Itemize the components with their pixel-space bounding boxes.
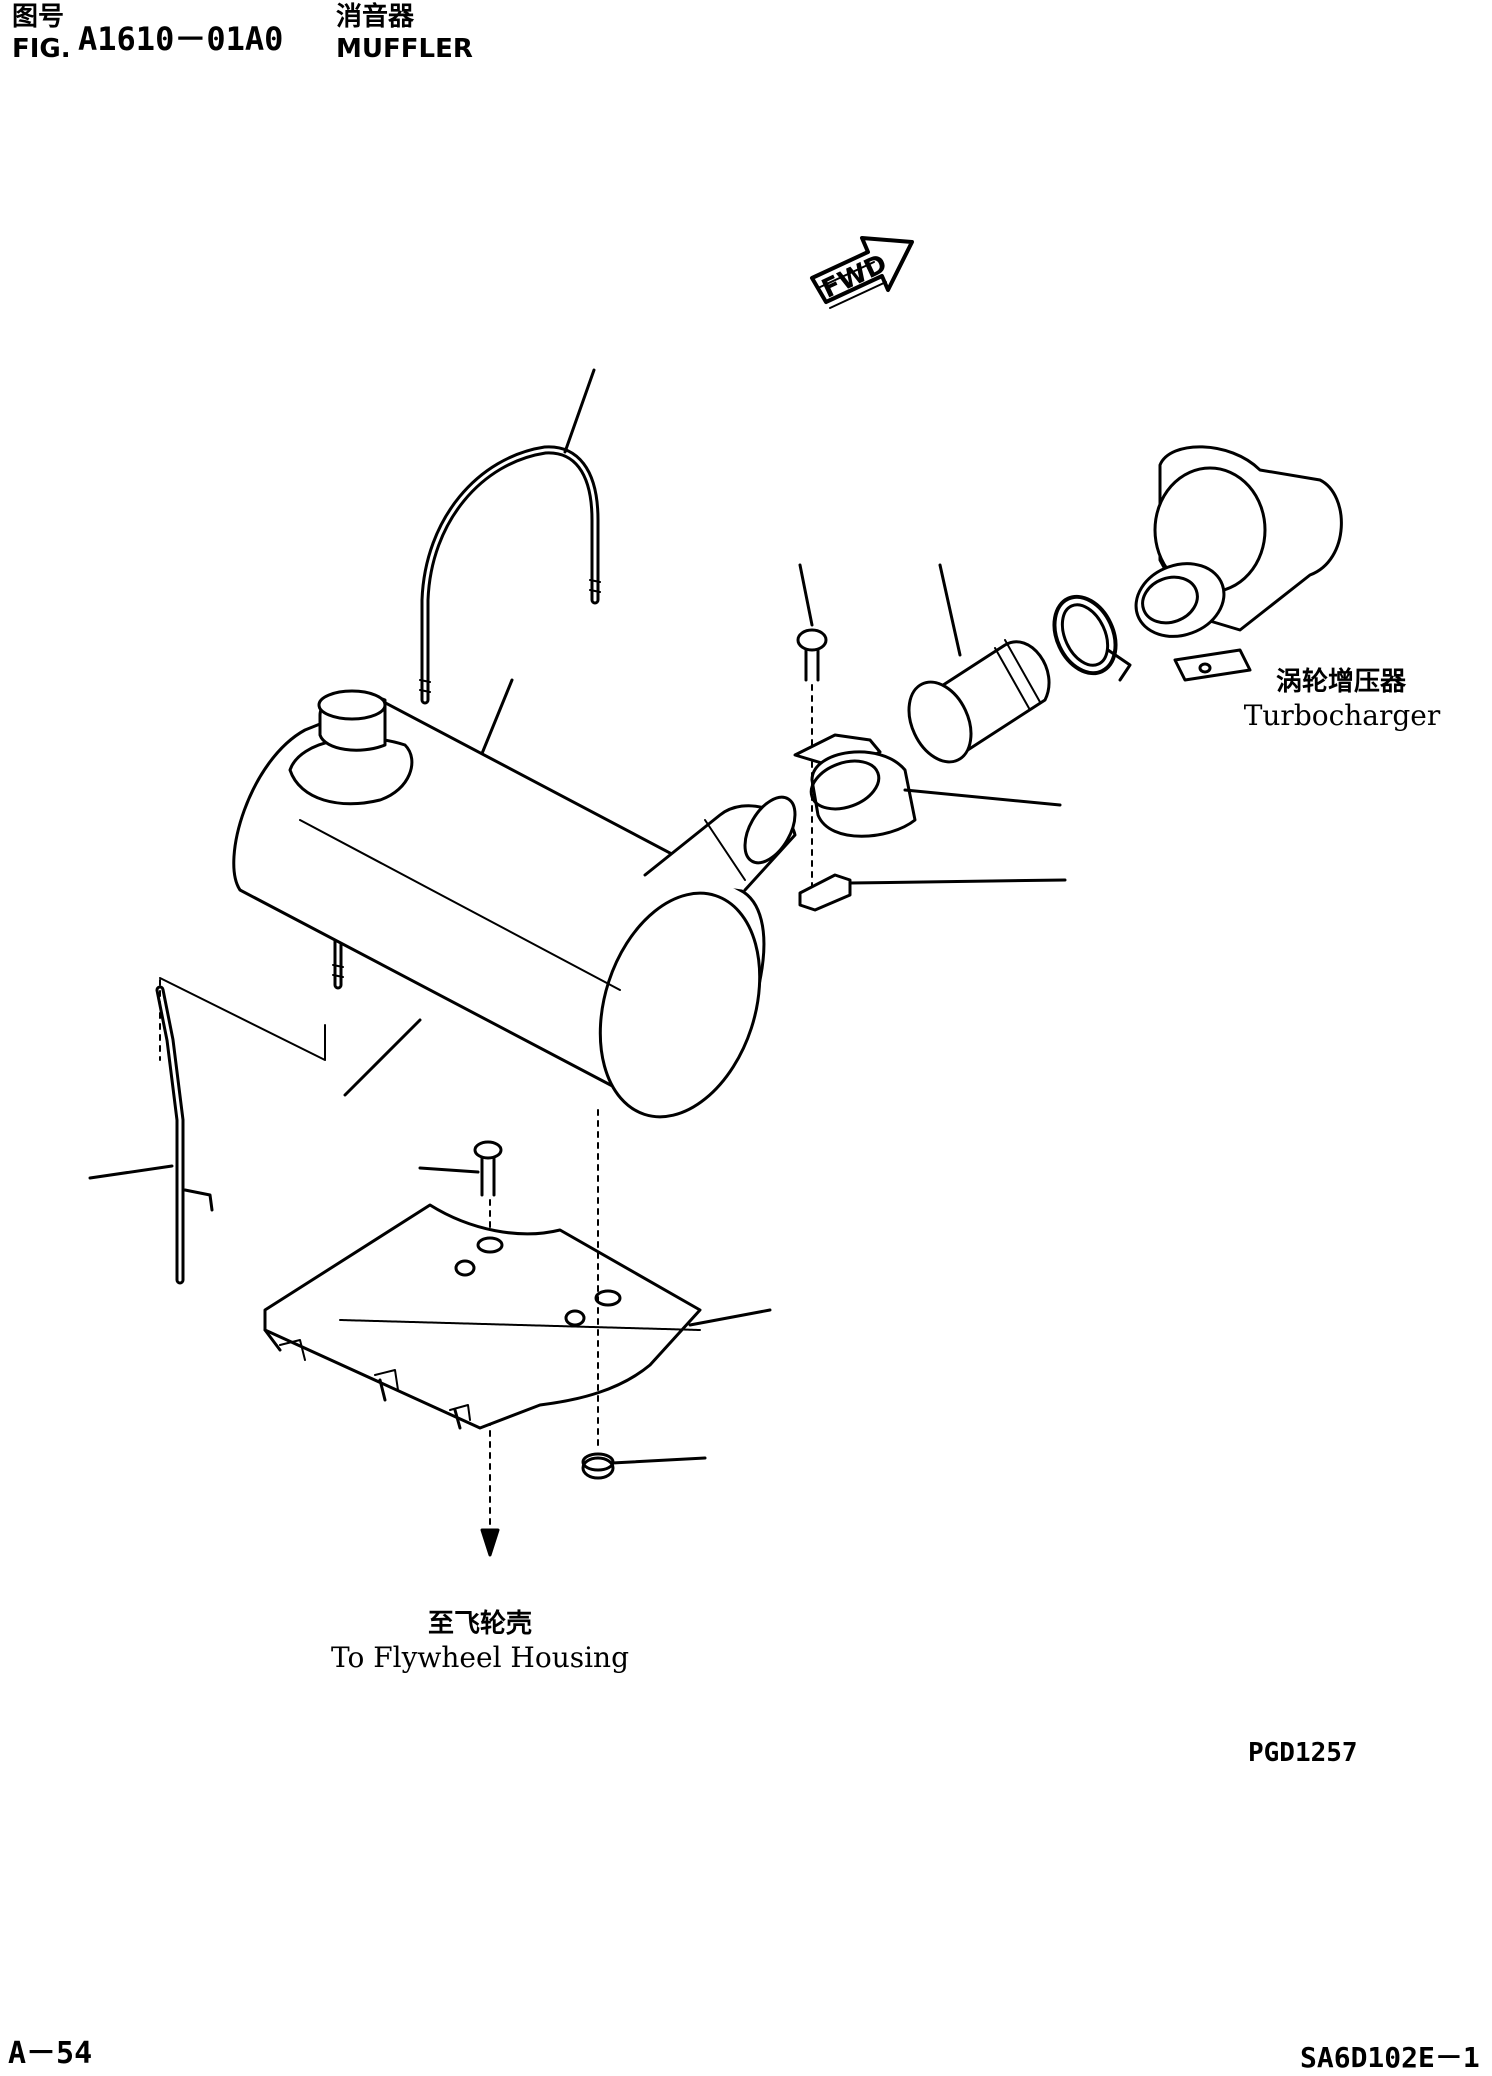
leader-u-bolt-upper [563,368,596,454]
bolt-small [796,628,828,682]
u-bolt-upper [419,445,601,705]
flywheel-label-cn: 至飞轮壳 [427,1609,532,1639]
outlet-pipe [643,795,797,892]
v-band-clamp [1052,594,1132,682]
bracket-left [155,985,214,1285]
leader-clamp-bracket [903,788,1062,807]
clamp-bracket [793,733,917,838]
title-cn: 消音器 [336,2,415,32]
leader-muffler-body [343,1018,422,1097]
fig-number: A1610－01A0 [78,20,284,58]
fwd-arrow: FWD [810,236,914,309]
model-code: SA6D102E－1 [1300,2041,1480,2074]
nut [581,1452,615,1480]
leader-mounting-bracket [688,1308,772,1327]
leader-bolt-small [798,563,814,627]
page-number: A－54 [8,2036,93,2071]
connecting-tube [907,639,1051,764]
leader-bracket-left [88,1164,174,1180]
drawing-code: PGD1257 [1248,1738,1358,1768]
muffler-body [232,689,766,1119]
leader-nut [610,1456,707,1465]
title-en: MUFFLER [336,34,473,64]
leader-small-plate [848,878,1067,885]
mounting-bracket [263,1203,702,1430]
leader-connecting-tube [938,563,962,657]
turbocharger [1134,445,1343,682]
flywheel-label-en: To Flywheel Housing [330,1641,630,1674]
turbocharger-label-cn: 涡轮增压器 [1275,667,1406,697]
fig-label-cn: 图号 [12,2,65,32]
leader-bolt-washer [418,1166,480,1174]
fig-label-en: FIG. [12,34,71,64]
bolt-washer [473,1140,503,1197]
turbocharger-label-en: Turbocharger [1243,699,1441,732]
small-plate [798,873,852,912]
